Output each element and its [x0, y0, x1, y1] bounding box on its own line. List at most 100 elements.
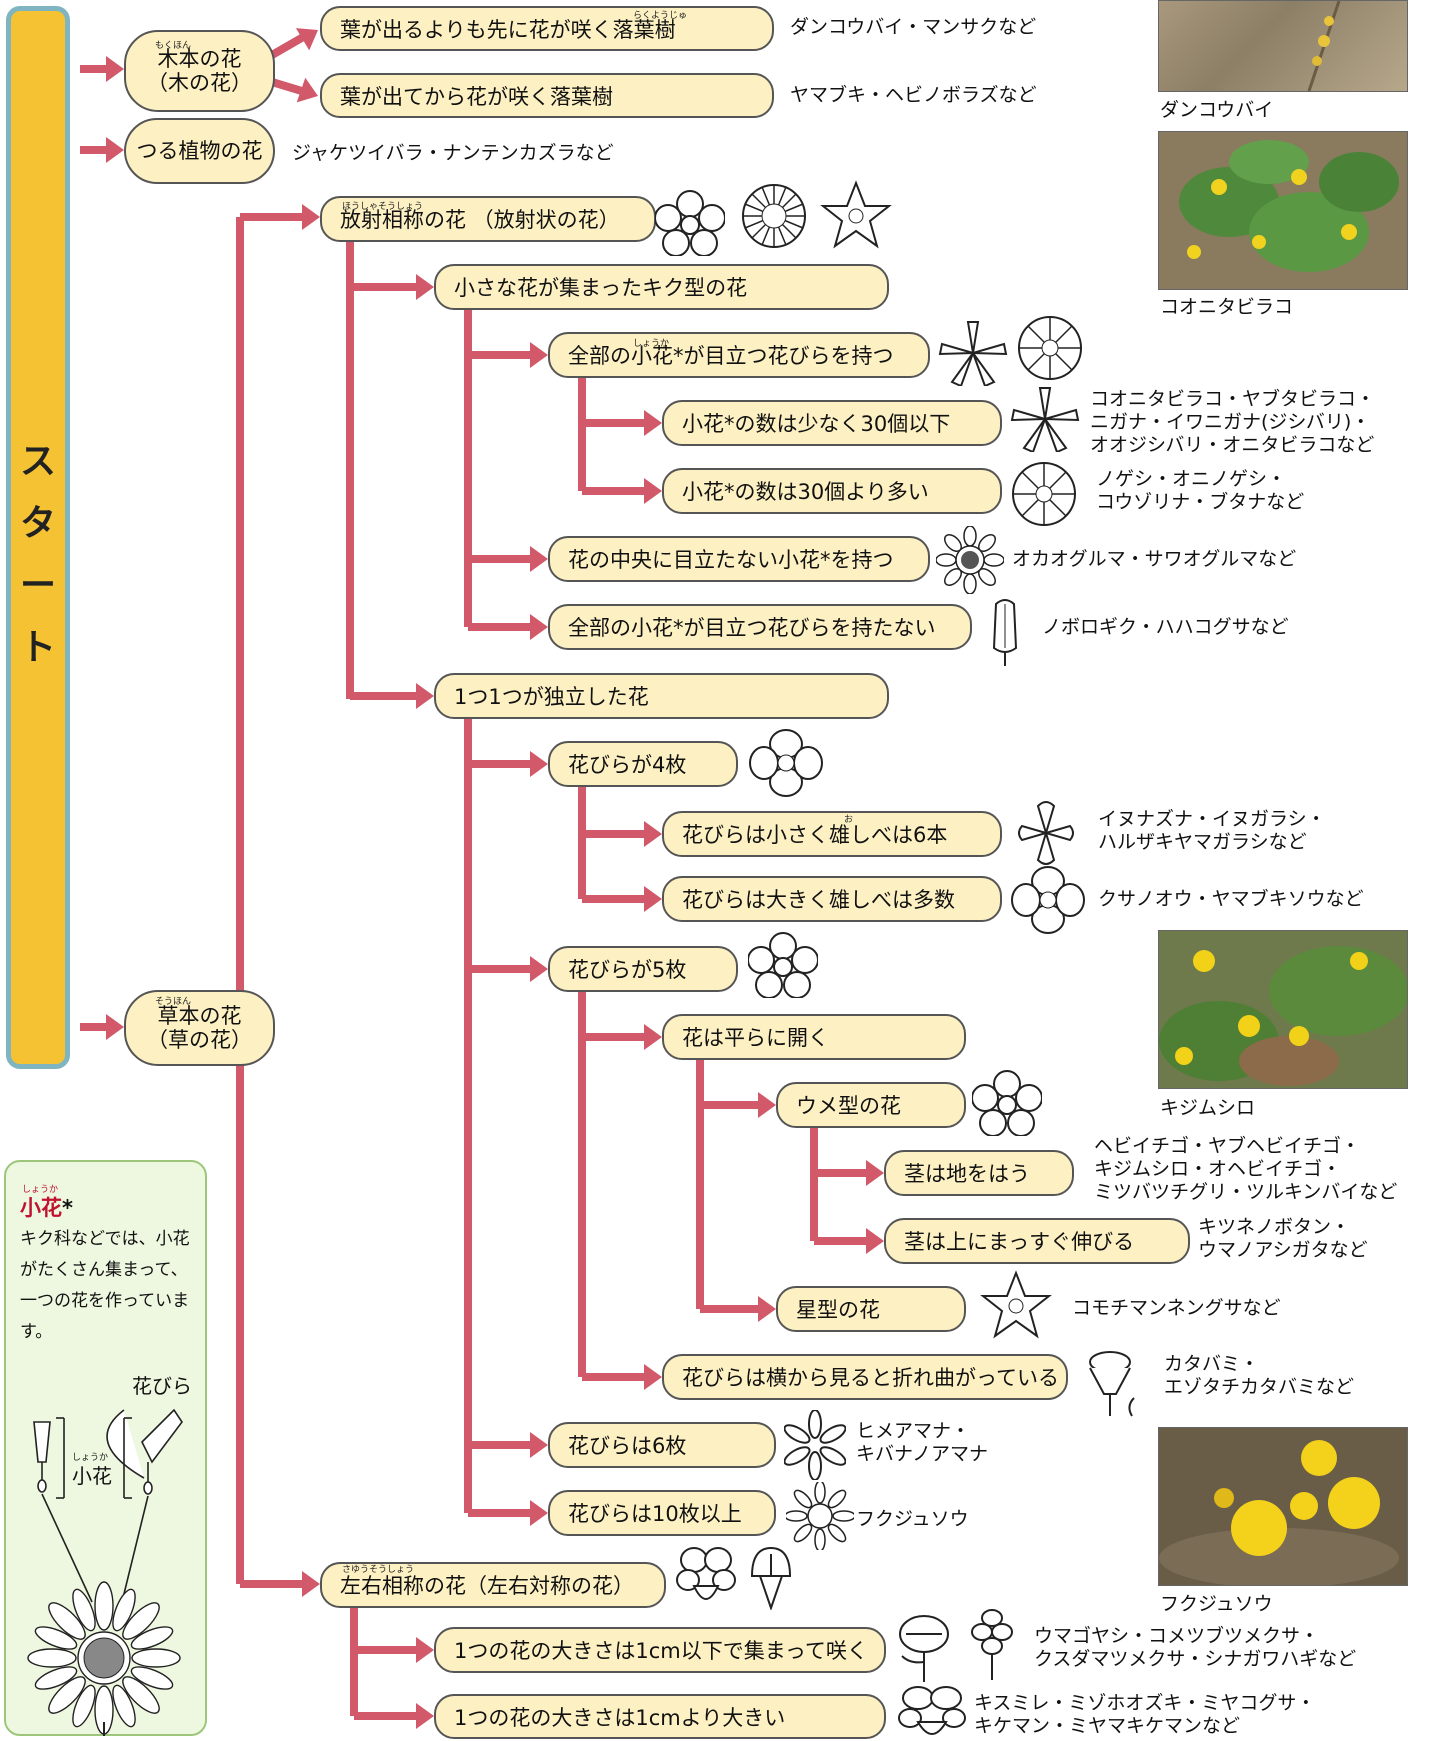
star-flower-icon — [820, 180, 892, 249]
node-size-small: 1つの花の大きさは1cm以下で集まって咲く — [434, 1627, 886, 1673]
node-flat: 花は平らに開く — [662, 1014, 966, 1060]
node-more30: 小花*の数は30個より多い — [662, 468, 1002, 514]
node-radial: 放射相称の花 （放射状の花） — [320, 196, 656, 242]
arrow-head — [644, 1024, 662, 1050]
example-text: キツネノボタン・ ウマノアシガタなど — [1198, 1216, 1368, 1262]
node-bilateral: 左右相称の花（左右対称の花） — [320, 1562, 666, 1608]
legend-ruby: しょうか — [22, 1185, 59, 1195]
many-petal-flower-icon — [786, 1482, 854, 1550]
oxalis-flower-icon — [1089, 1351, 1135, 1417]
example-text: コモチマンネングサなど — [1072, 1297, 1281, 1319]
floret-illustration — [27, 1408, 183, 1736]
photo-caption: ダンコウバイ — [1160, 99, 1274, 121]
arrow-head — [295, 28, 318, 51]
example-line: キスミレ・ミゾホオズキ・ミヤコグサ・ — [974, 1692, 1316, 1714]
five-petal-flower-icon — [972, 1070, 1042, 1136]
arrow-head — [644, 886, 662, 912]
petal-label: 花びら — [132, 1374, 192, 1398]
node-small6: 花びらは小さく雄しべは6本 — [662, 811, 1002, 857]
node-few30: 小花*の数は少なく30個以下 — [662, 400, 1002, 446]
example-line: ウマゴヤシ・コメツブツメクサ・ — [1034, 1625, 1320, 1647]
floret-ruby: しょうか — [72, 1453, 109, 1463]
example-line: オオジシバリ・オニタビラコなど — [1090, 434, 1375, 456]
arrow-head — [416, 274, 434, 300]
ligulate-flower-icon — [1010, 387, 1080, 452]
example-line: キケマン・ミヤマキケマンなど — [974, 1715, 1241, 1737]
example-line: ヘビイチゴ・ヤブヘビイチゴ・ — [1094, 1135, 1361, 1157]
photo-dankoubai — [1158, 0, 1408, 92]
arrow-head — [106, 137, 124, 163]
node-size-large: 1つの花の大きさは1cmより大きい — [434, 1694, 886, 1739]
node-label: 草本の花 — [157, 1004, 242, 1028]
arrow-head — [866, 1160, 884, 1186]
four-petal-flower-icon — [1011, 866, 1085, 934]
arrow-head — [530, 1432, 548, 1458]
arrow-head — [530, 342, 548, 368]
daisy-flower-icon — [936, 526, 1004, 594]
legend-body: キク科などでは、小花がたくさん集まって、一つの花を作っています。 — [20, 1229, 190, 1342]
node-straight: 茎は上にまっすぐ伸びる — [884, 1218, 1190, 1264]
example-text: ウマゴヤシ・コメツブツメクサ・ クスダマツメクサ・シナガワハギなど — [1034, 1625, 1356, 1671]
node-herb: 草本の花 （草の花） — [124, 990, 275, 1066]
arrow-head — [644, 821, 662, 847]
node-bent: 花びらは横から見ると折れ曲がっている — [662, 1354, 1068, 1400]
ruby: らくようじゅ — [633, 11, 688, 21]
arrow-head — [530, 614, 548, 640]
raceme-flower-icon — [971, 1609, 1013, 1680]
example-line: ヒメアマナ・ — [856, 1420, 971, 1442]
example-line: ニガナ・イワニガナ(ジシバリ)・ — [1090, 411, 1371, 433]
example-line: コウゾリナ・ブタナなど — [1096, 491, 1305, 513]
example-line: エゾタチカタバミなど — [1164, 1376, 1355, 1398]
node-vine: つる植物の花 — [124, 118, 275, 184]
arrow-head — [644, 1364, 662, 1390]
example-text: コオニタビラコ・ヤブタビラコ・ ニガナ・イワニガナ(ジシバリ)・ オオジシバリ・… — [1090, 388, 1375, 457]
arrow-head — [296, 77, 318, 103]
composite-flower-icon — [1012, 462, 1076, 526]
photo-fukujusou — [1158, 1427, 1408, 1586]
node-label-sub: （木の花） — [147, 71, 252, 95]
violet-flower-icon — [898, 1686, 966, 1735]
ruby: ほうしゃそうしょう — [342, 202, 424, 212]
tubular-flower-icon — [992, 599, 1018, 666]
example-text: ヘビイチゴ・ヤブヘビイチゴ・ キジムシロ・オヘビイチゴ・ ミツバツチグリ・ツルキ… — [1094, 1135, 1397, 1204]
node-label-sub: （草の花） — [147, 1028, 252, 1052]
node-label: つる植物の花 — [136, 139, 263, 163]
legend-title-text: 小花 — [20, 1196, 62, 1220]
arrow-head — [416, 1703, 434, 1729]
arrow-head — [758, 1296, 776, 1322]
node-petal10: 花びらは10枚以上 — [548, 1490, 776, 1536]
node-all-petal: 全部の小花*が目立つ花びらを持つ — [548, 332, 930, 378]
arrow-head — [302, 1571, 320, 1597]
node-large-many: 花びらは大きく雄しべは多数 — [662, 876, 1002, 922]
arrow-head — [530, 751, 548, 777]
arrow-head — [758, 1092, 776, 1118]
example-text: カタバミ・ エゾタチカタバミなど — [1164, 1353, 1354, 1399]
node-star: 星型の花 — [776, 1286, 966, 1332]
star-flower-icon — [980, 1270, 1052, 1339]
example-text: ノゲシ・オニノゲシ・ コウゾリナ・ブタナなど — [1096, 468, 1304, 514]
node-kiku: 小さな花が集まったキク型の花 — [434, 264, 889, 310]
five-petal-flower-icon — [655, 190, 725, 256]
example-line: ウマノアシガタなど — [1198, 1239, 1368, 1261]
composite-flower-icon — [1018, 316, 1082, 380]
example-text: ダンコウバイ・マンサクなど — [790, 16, 1037, 38]
example-line: クスダマツメクサ・シナガワハギなど — [1034, 1648, 1357, 1670]
node-leaf-after: 葉が出てから花が咲く落葉樹 — [320, 73, 774, 118]
example-text: ジャケツイバラ・ナンテンカズラなど — [292, 142, 614, 164]
node-leaf-before: 葉が出るよりも先に花が咲く落葉樹 — [320, 6, 774, 51]
ruby: さゆうそうしょう — [342, 1565, 415, 1575]
example-line: ノゲシ・オニノゲシ・ — [1096, 468, 1287, 490]
ruby: お — [844, 815, 854, 825]
pea-flower-icon — [750, 1546, 792, 1610]
photo-koonitabirako — [1158, 131, 1408, 290]
ligulate-flower-icon — [938, 321, 1008, 386]
node-no-petal: 全部の小花*が目立つ花びらを持たない — [548, 604, 972, 650]
arrow-head — [106, 56, 124, 82]
node-crawl: 茎は地をはう — [884, 1150, 1074, 1196]
example-line: ミツバツチグリ・ツルキンバイなど — [1094, 1181, 1398, 1203]
ruby: しょうか — [633, 339, 670, 349]
node-petal4: 花びらが4枚 — [548, 741, 738, 787]
example-line: ハルザキヤマガラシなど — [1098, 831, 1307, 853]
connector-line — [270, 32, 307, 59]
